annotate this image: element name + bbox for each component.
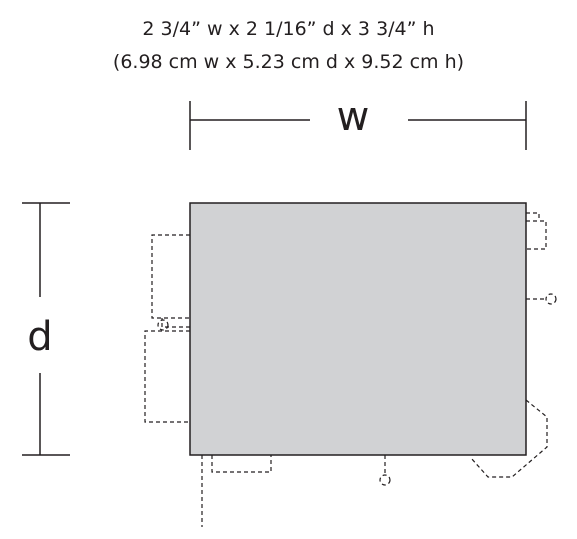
depth-dimension: [22, 202, 70, 456]
left-lower-outline: [144, 330, 190, 423]
right-mid-circle: [545, 293, 557, 305]
bottom-mid-circle: [379, 474, 391, 486]
right-top-box: [526, 220, 547, 250]
depth-label: d: [27, 314, 52, 360]
device-body: [189, 202, 527, 456]
dimensions-metric: (6.98 cm w x 5.23 cm d x 9.52 cm h): [112, 51, 465, 73]
width-dimension: [189, 101, 527, 150]
right-lower-outline: [470, 399, 548, 478]
right-top-outline: [526, 212, 540, 221]
width-label: w: [337, 94, 370, 140]
left-mid-outline: [161, 318, 190, 328]
left-small-circle: [157, 319, 169, 331]
left-upper-outline: [151, 234, 190, 319]
accessory-outlines: [144, 212, 557, 527]
bottom-tray-outline: [211, 455, 272, 473]
dimensions-imperial: 2 3/4” w x 2 1/16” d x 3 3/4” h: [142, 18, 435, 40]
